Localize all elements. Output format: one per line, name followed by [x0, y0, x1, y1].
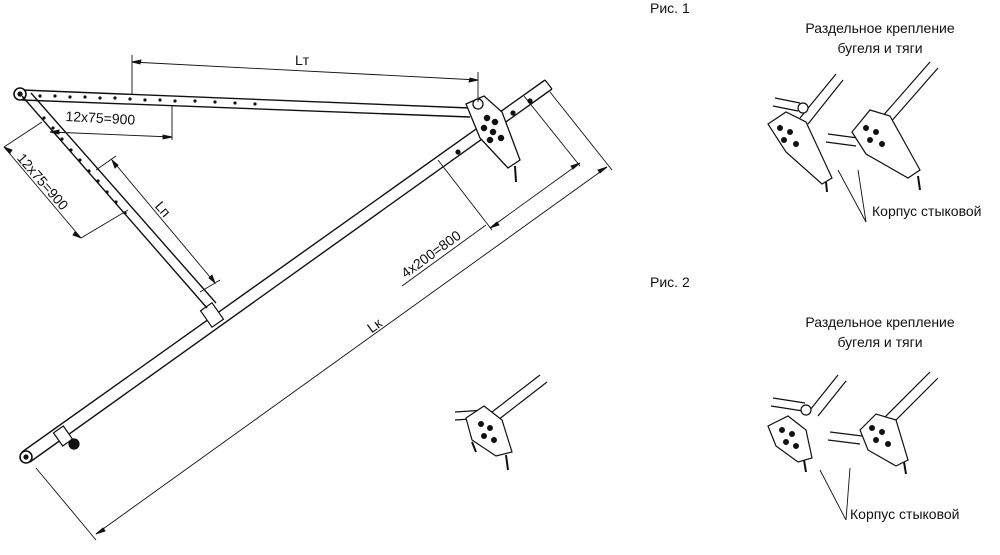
- fig2-details: [767, 371, 939, 521]
- dimension-lines: [3, 55, 613, 541]
- dimension-holes-top: 12x75=900: [65, 108, 136, 128]
- top-tie-holes: [38, 94, 257, 106]
- fig2-callout: Корпус стыковой: [850, 506, 960, 522]
- main-boom: [19, 79, 553, 464]
- fig1-callout: Корпус стыковой: [872, 203, 982, 219]
- detail-coupling-center: [454, 374, 548, 471]
- fig1-details: [767, 61, 939, 223]
- dimension-lt: Lт: [295, 52, 310, 68]
- coupling-head-main: [465, 95, 521, 183]
- fig2-caption-line1: Раздельное крепление: [805, 314, 955, 330]
- brace-holes: [42, 116, 127, 215]
- fig1-caption-line1: Раздельное крепление: [805, 20, 955, 36]
- fig1-caption-line2: бугеля и тяги: [837, 40, 923, 56]
- fig2-label: Рис. 2: [650, 274, 690, 290]
- fig2-caption-line2: бугеля и тяги: [837, 334, 923, 350]
- top-tie: [13, 87, 471, 118]
- fig1-label: Рис. 1: [650, 0, 690, 16]
